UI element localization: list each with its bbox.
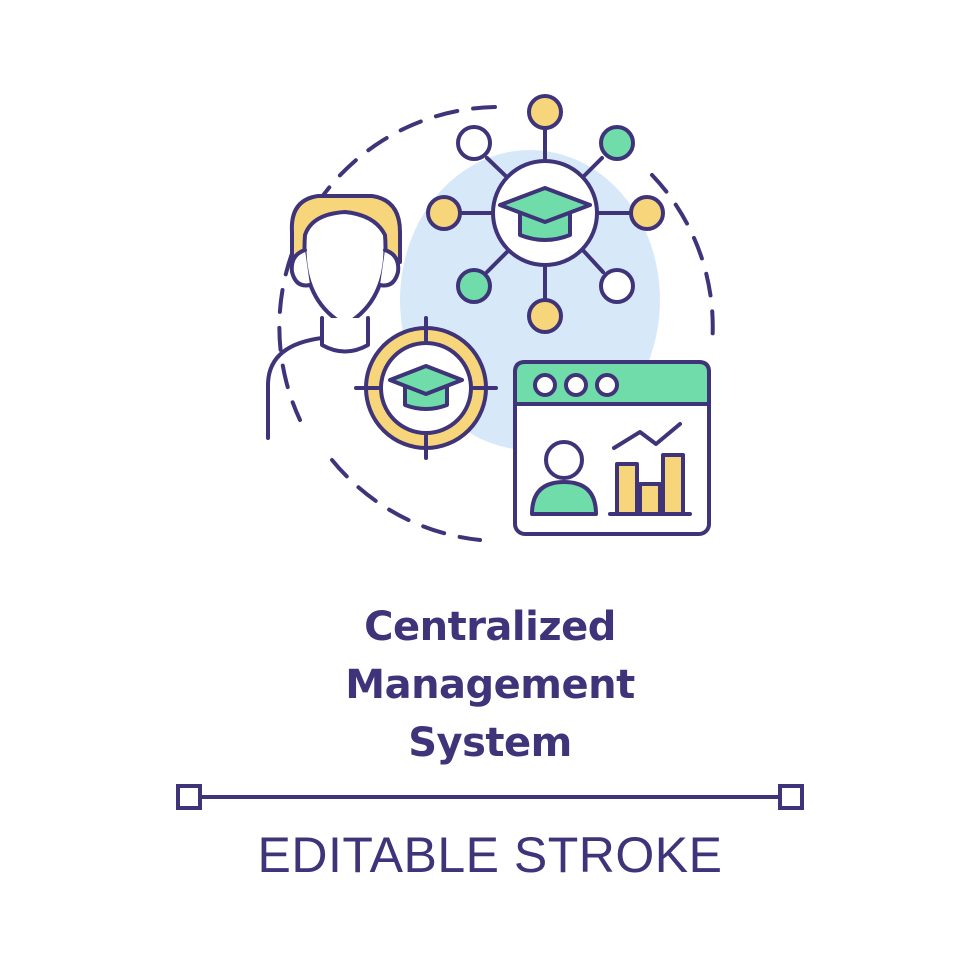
page-title: Centralized Management System — [0, 598, 980, 772]
title-line-3: System — [408, 720, 572, 766]
rule-handle-left — [176, 784, 202, 810]
dashed-orbit-ring-right — [650, 173, 715, 347]
dashed-orbit-ring-bottom — [330, 458, 482, 542]
editable-stroke-rule — [176, 784, 804, 810]
title-line-1: Centralized — [364, 604, 616, 650]
target-graduation-cap-icon — [388, 364, 464, 411]
rule-handle-right — [778, 784, 804, 810]
bar-chart-icon — [608, 422, 692, 516]
person-icon — [266, 194, 402, 440]
graduation-cap-icon — [498, 186, 592, 242]
network-hub-icon — [426, 94, 665, 334]
title-line-2: Management — [345, 662, 635, 708]
dashboard-user-avatar-icon — [530, 440, 598, 516]
editable-stroke-label: EDITABLE STROKE — [257, 827, 723, 883]
